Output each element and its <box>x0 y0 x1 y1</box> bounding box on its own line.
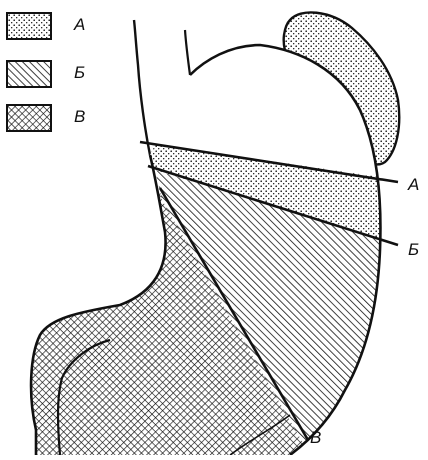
legend-item-v: В <box>6 104 116 134</box>
line-label-b: Б <box>408 240 419 260</box>
line-label-v: В <box>310 428 321 448</box>
legend-swatch-hatch <box>6 60 52 88</box>
legend-swatch-cross <box>6 104 52 132</box>
legend-label-a: А <box>74 15 85 35</box>
legend-label-v: В <box>74 107 85 127</box>
legend-label-b: Б <box>74 63 85 83</box>
legend-swatch-dots <box>6 12 52 40</box>
legend-item-a: А <box>6 12 116 42</box>
line-label-a: А <box>408 175 419 195</box>
legend-item-b: Б <box>6 60 116 90</box>
esophagus <box>134 20 150 155</box>
